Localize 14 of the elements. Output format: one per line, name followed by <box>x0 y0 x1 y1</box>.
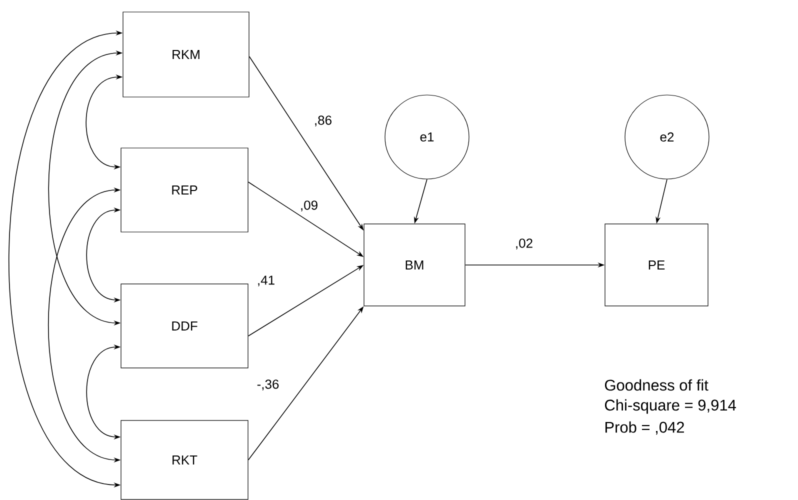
variable-box: RKM <box>122 12 250 98</box>
edge-label: ,09 <box>301 200 318 212</box>
edge-label: -,36 <box>257 380 279 390</box>
variable-box: RKT <box>120 420 248 500</box>
edge-label: ,02 <box>516 238 532 250</box>
variable-box: PE <box>604 224 708 306</box>
edge-label: ,41 <box>258 276 274 286</box>
edge-label: ,86 <box>315 116 332 126</box>
variable-box: DDF <box>120 284 248 368</box>
fit-statistic: Chi-square = 9,914 <box>604 399 736 414</box>
fit-statistic: Goodness of fit <box>604 379 708 391</box>
fit-statistic: Prob = ,042 <box>605 421 684 435</box>
variable-box: BM <box>364 224 466 306</box>
variable-box: REP <box>120 148 248 232</box>
